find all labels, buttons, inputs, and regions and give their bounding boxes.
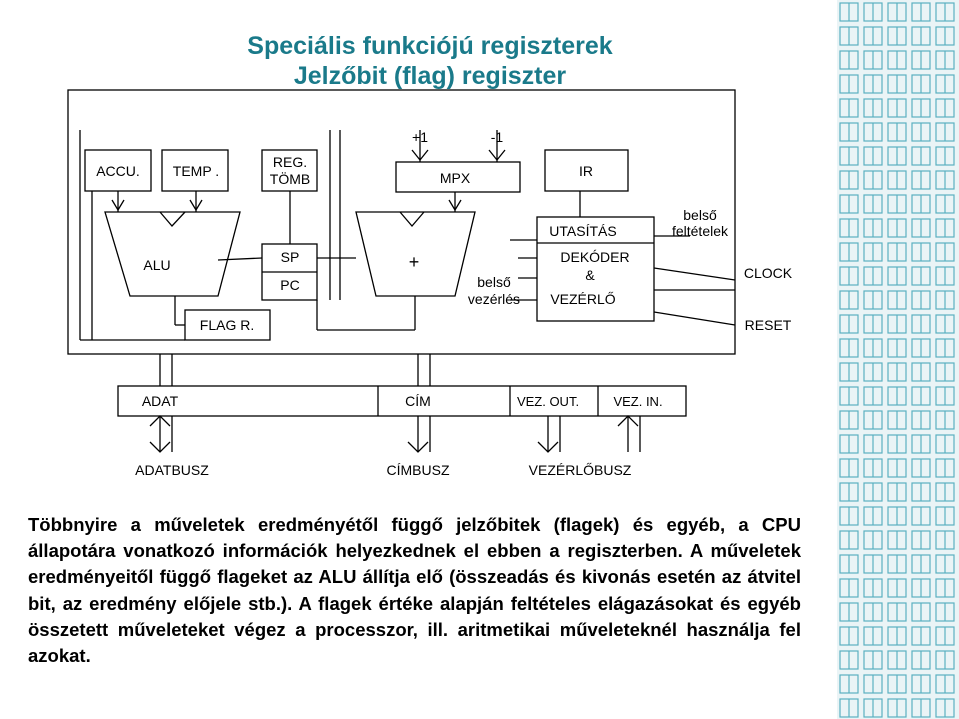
label-adder: + — [409, 252, 420, 272]
title-line-2: Jelzőbit (flag) regiszter — [293, 62, 567, 90]
label-flag-r: FLAG R. — [200, 317, 254, 333]
label-vez-in: VEZ. IN. — [613, 394, 662, 409]
label-accu: ACCU. — [96, 163, 140, 179]
label-adat: ADAT — [142, 393, 179, 409]
label-temp: TEMP . — [173, 163, 219, 179]
label-sp: SP — [281, 249, 300, 265]
label-mpx: MPX — [440, 170, 471, 186]
label-utasitas: UTASÍTÁS — [549, 223, 616, 239]
label-ir: IR — [579, 163, 593, 179]
label-clock: CLOCK — [744, 265, 793, 281]
label-belso-vezerles-1: belső — [477, 274, 511, 290]
temp-box — [161, 149, 229, 192]
label-reg: REG. — [273, 154, 307, 170]
ir-box — [544, 149, 629, 192]
label-dekoder: DEKÓDER — [560, 249, 629, 265]
decorative-pattern — [837, 0, 959, 719]
decorative-border — [837, 0, 959, 719]
label-vezerlo: VEZÉRLŐ — [550, 291, 615, 307]
label-pc: PC — [280, 277, 299, 293]
label-cimbusz: CÍMBUSZ — [387, 462, 450, 478]
label-tomb: TÖMB — [270, 170, 310, 187]
mpx-box — [395, 161, 521, 193]
label-amp: & — [585, 267, 595, 283]
label-cim: CÍM — [405, 393, 431, 409]
bus-interface-box — [117, 385, 687, 417]
label-belso-feltetelek-1: belső — [683, 207, 717, 223]
label-alu: ALU — [143, 257, 170, 273]
title-line-1: Speciális funkciójú regiszterek — [247, 32, 613, 60]
decoder-box — [536, 216, 655, 322]
cpu-block-diagram: +1 -1 ACCU. TEMP . REG. TÖMB MPX IR ALU … — [67, 89, 793, 478]
description-paragraph: Többnyire a műveletek eredményétől függő… — [28, 514, 801, 667]
label-reset: RESET — [745, 317, 792, 333]
label-vezerlobusz: VEZÉRLŐBUSZ — [529, 462, 632, 478]
label-minus-one: -1 — [491, 129, 504, 145]
label-belso-feltetelek-2: feltételek — [672, 223, 729, 239]
label-belso-vezerles-2: vezérlés — [468, 291, 520, 307]
label-vez-out: VEZ. OUT. — [517, 394, 579, 409]
cpu-frame — [67, 89, 736, 355]
label-adatbusz: ADATBUSZ — [135, 462, 209, 478]
adder-shape — [355, 211, 476, 297]
label-plus-one: +1 — [412, 129, 428, 145]
alu-shape — [104, 211, 241, 297]
